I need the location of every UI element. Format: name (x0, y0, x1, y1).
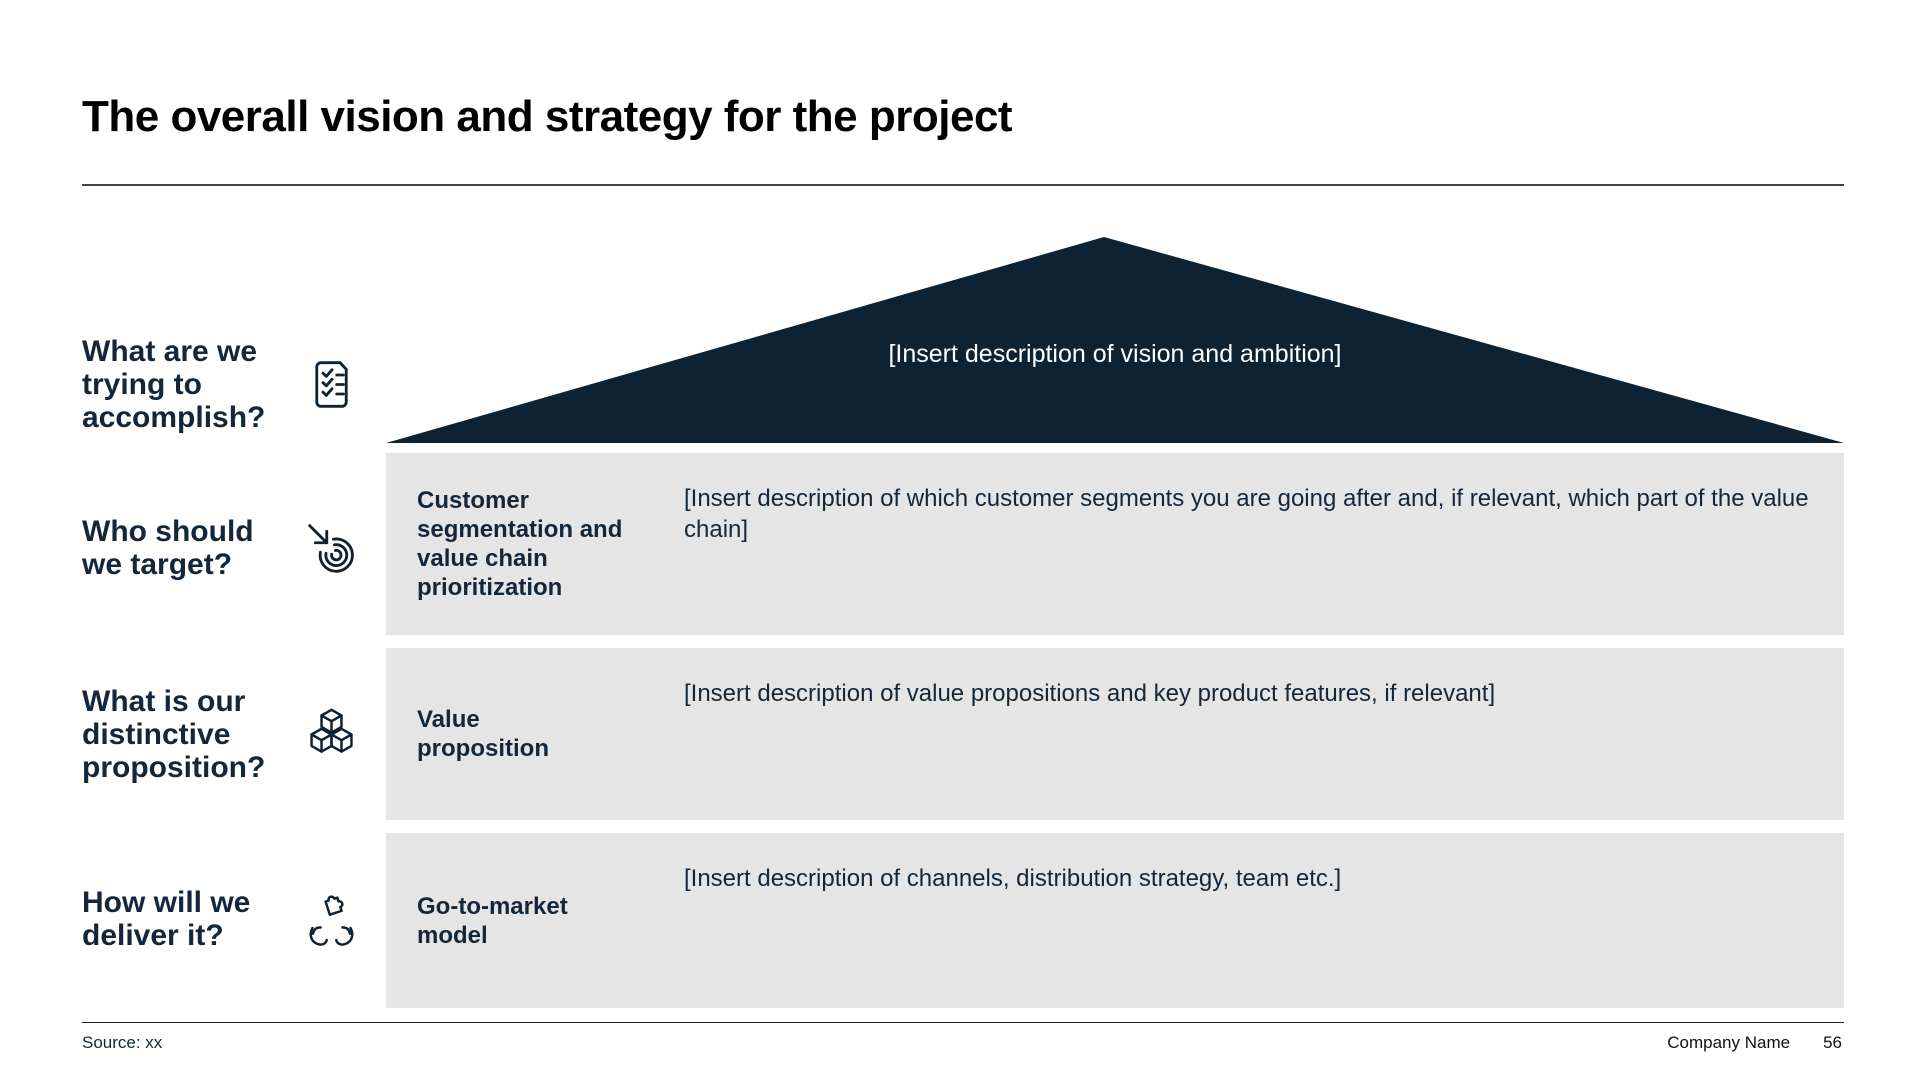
question-deliver: How will we deliver it? (82, 885, 360, 952)
question-accomplish: What are we trying to accomplish? (82, 334, 360, 434)
cubes-icon (303, 706, 360, 763)
question-label: Who should we target? (82, 514, 254, 581)
footer-divider (82, 1022, 1844, 1023)
row-label: Go-to-market model (417, 892, 568, 949)
question-label: What are we trying to accomplish? (82, 334, 266, 434)
row-description: [Insert description of which customer se… (684, 485, 1809, 543)
question-label: What is our distinctive proposition? (82, 684, 266, 784)
row-description: [Insert description of channels, distrib… (684, 865, 1342, 892)
footer-company: Company Name (1667, 1033, 1791, 1052)
vision-ambition-text: [Insert description of vision and ambiti… (888, 340, 1342, 368)
row-label: Customer segmentation and value chain pr… (417, 487, 623, 601)
vision-pyramid (386, 237, 1844, 443)
footer-right: Company Name 56 (1667, 1033, 1842, 1053)
page-number: 56 (1823, 1033, 1842, 1052)
row-label: Value proposition (417, 706, 549, 762)
hands-puzzle-icon (303, 890, 360, 947)
row-customer-segmentation: Customer segmentation and value chain pr… (386, 453, 1844, 635)
question-proposition: What is our distinctive proposition? (82, 684, 360, 784)
row-go-to-market: Go-to-market model [Insert description o… (386, 833, 1844, 1008)
checklist-document-icon (303, 356, 360, 413)
page-title: The overall vision and strategy for the … (82, 92, 1013, 141)
footer-source: Source: xx (82, 1033, 163, 1052)
target-arrow-icon (303, 519, 360, 576)
question-target: Who should we target? (82, 514, 360, 581)
row-description: [Insert description of value proposition… (684, 680, 1496, 707)
question-label: How will we deliver it? (82, 885, 251, 952)
title-divider (82, 184, 1844, 186)
row-value-proposition: Value proposition [Insert description of… (386, 648, 1844, 820)
